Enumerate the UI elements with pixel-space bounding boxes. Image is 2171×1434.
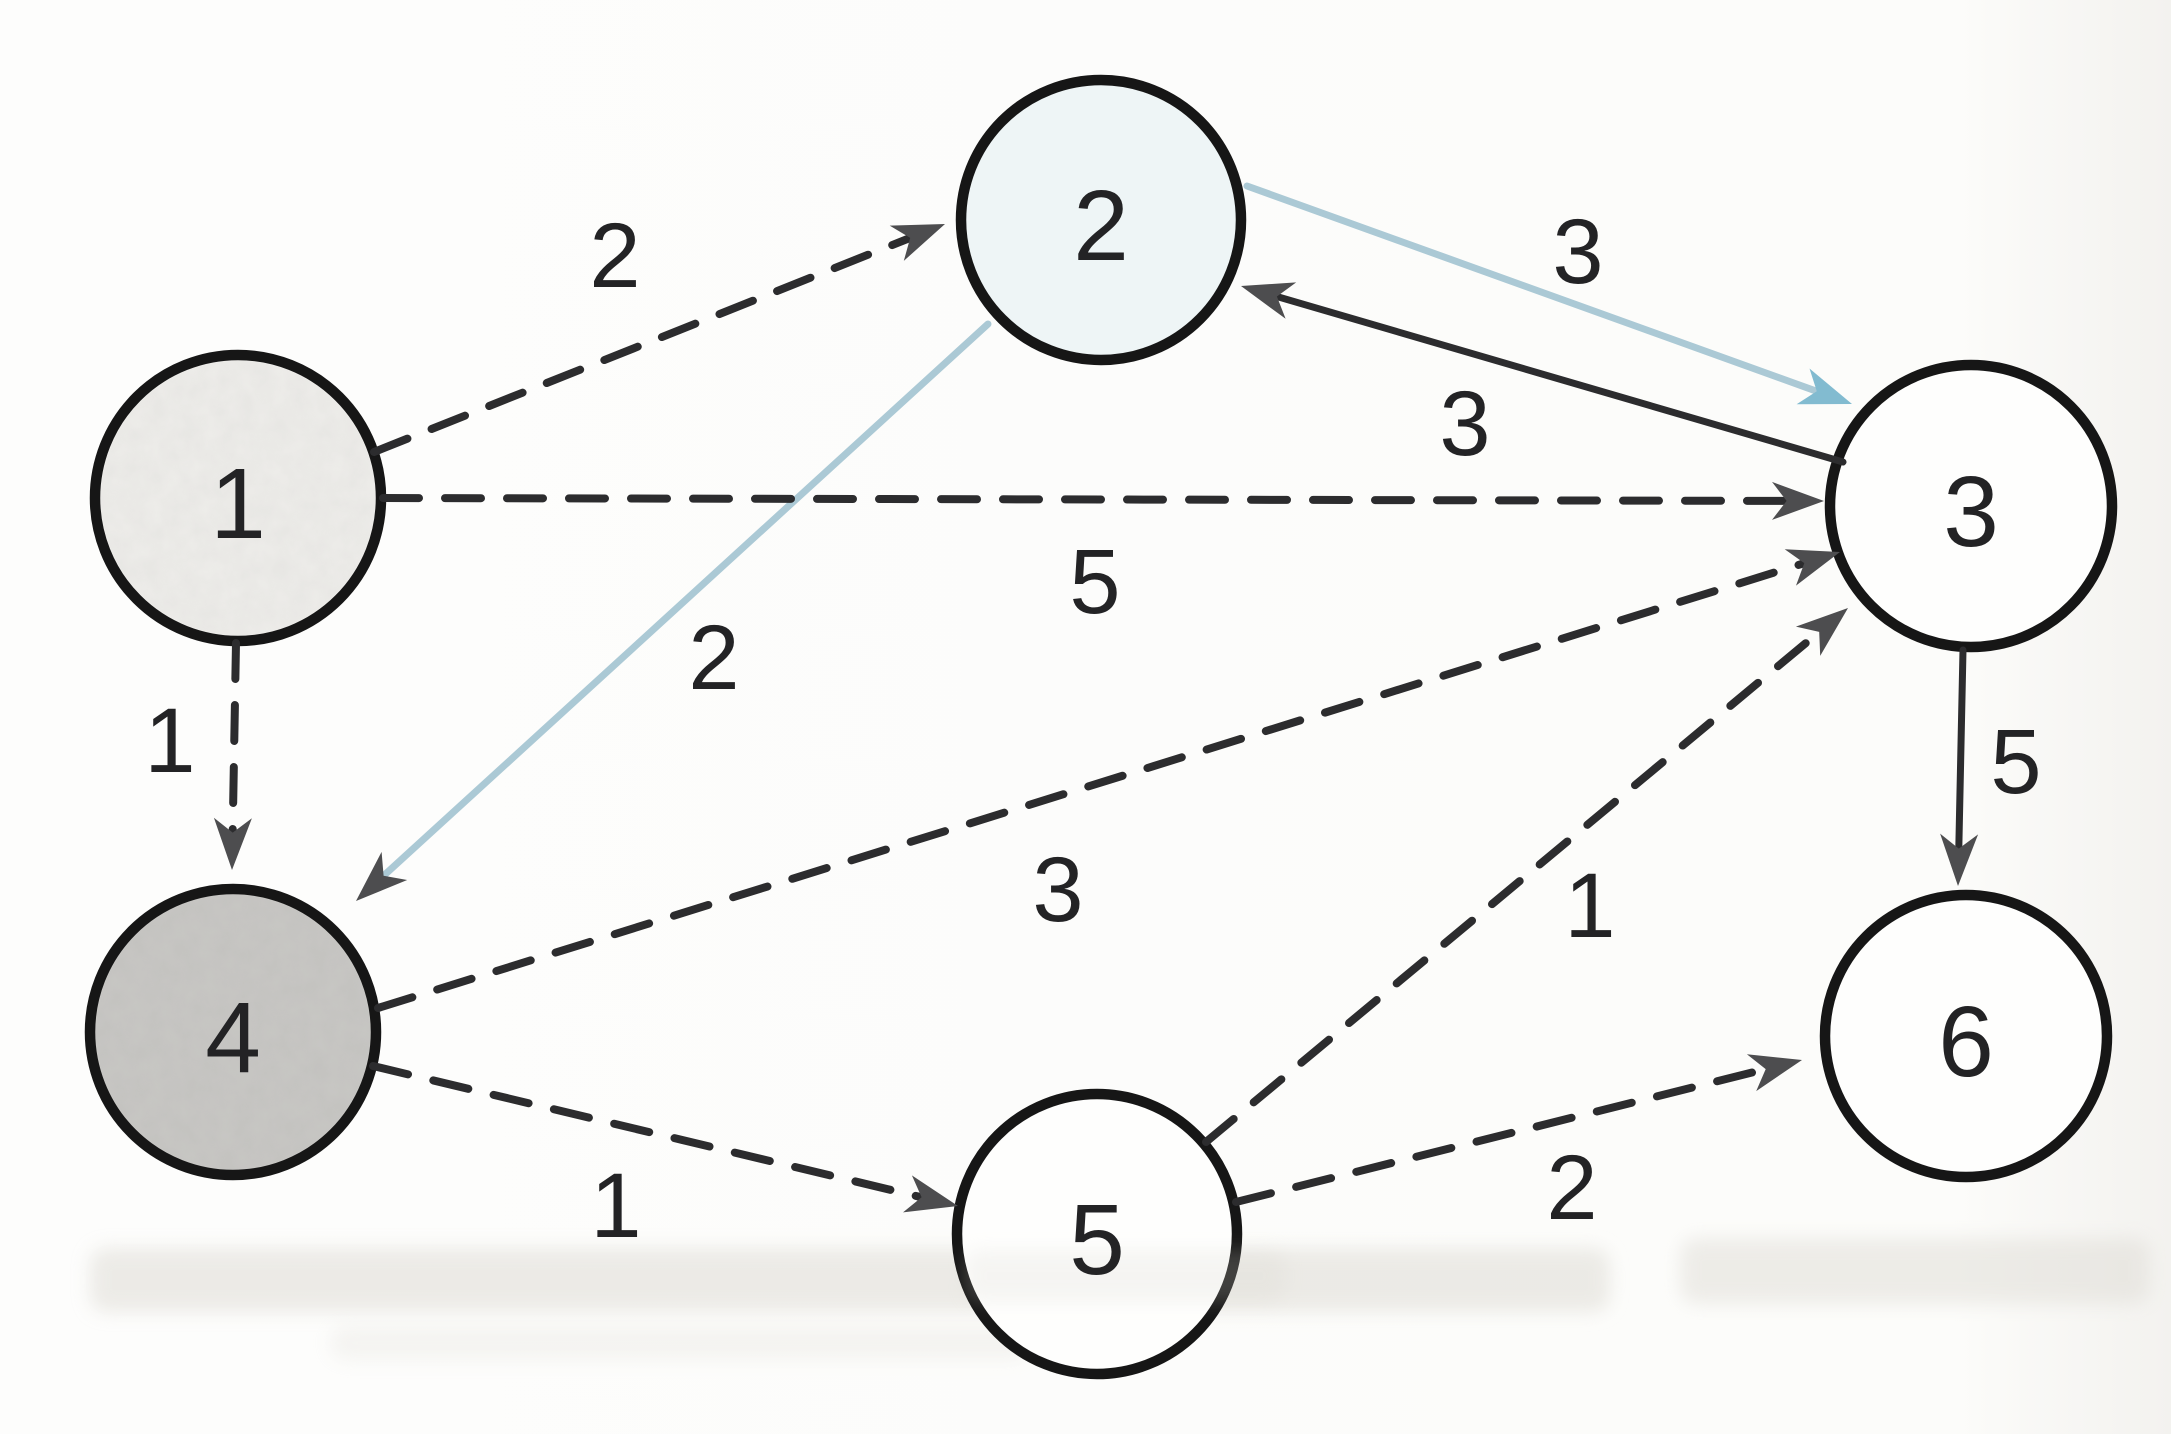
node-4-pencil-texture [96, 895, 370, 1169]
node-3-circle [1824, 359, 2118, 653]
node-6-label: 6 [1938, 986, 1994, 1098]
edge-1-2-arrowhead [889, 224, 945, 261]
node-2 [955, 74, 1247, 366]
edge-4-5 [369, 1062, 958, 1213]
edge-2-4-line [371, 320, 992, 887]
edge-2-4 [356, 320, 992, 901]
edge-3-6-weight-label: 5 [1990, 711, 2041, 813]
node-5-label: 5 [1069, 1184, 1125, 1296]
edge-1-4-line [228, 639, 240, 849]
edge-5-3-weight-label: 1 [1564, 855, 1615, 957]
edge-2-3 [1243, 182, 1852, 405]
node-4 [84, 883, 382, 1181]
edge-1-4-arrowhead [213, 817, 252, 870]
node-3-label: 3 [1943, 456, 1999, 568]
edge-3-2 [1241, 282, 1847, 466]
edge-1-3-weight-label: 5 [1069, 531, 1120, 633]
edge-2-4-arrowhead [356, 851, 408, 901]
edge-1-4 [213, 639, 252, 870]
graph-edges-layer [213, 182, 1979, 1213]
edge-2-3-arrowhead [1796, 368, 1852, 405]
node-4-label: 4 [205, 982, 261, 1094]
edge-2-3-line [1243, 182, 1832, 399]
edge-5-3 [1202, 608, 1848, 1146]
node-2-label: 2 [1073, 170, 1129, 282]
node-6 [1819, 889, 2113, 1183]
edge-3-6-line [1955, 646, 1967, 864]
edge-5-3-line [1202, 620, 1833, 1146]
edge-3-6-arrowhead [1940, 833, 1979, 886]
edge-3-2-line [1262, 289, 1847, 466]
edge-2-4-weight-label: 2 [688, 607, 739, 709]
edge-4-3-line [374, 555, 1820, 1012]
ghost-text-band-2 [1680, 1238, 2150, 1304]
edge-2-3-weight-label: 3 [1552, 201, 1603, 303]
node-1-label: 1 [210, 448, 266, 560]
node-1-pencil-texture [101, 361, 375, 635]
edge-1-3-line [379, 494, 1802, 505]
edge-4-3 [374, 549, 1840, 1012]
ghost-text-over-node-5 [965, 1250, 1285, 1302]
node-6-circle [1819, 889, 2113, 1183]
edge-4-3-arrowhead [1784, 549, 1840, 586]
edge-3-2-weight-label: 3 [1439, 373, 1490, 475]
node-5 [951, 1088, 1243, 1380]
edge-5-6 [1232, 1054, 1802, 1206]
edge-1-3 [379, 481, 1824, 520]
edge-1-4-weight-label: 1 [144, 690, 195, 792]
edge-5-3-arrowhead [1795, 608, 1848, 656]
edge-4-5-line [369, 1062, 937, 1204]
edge-1-2-weight-label: 2 [589, 205, 640, 307]
edge-4-3-weight-label: 3 [1032, 839, 1083, 941]
ghost-text-band-3 [330, 1326, 1030, 1360]
edge-4-5-arrowhead [903, 1175, 958, 1213]
edge-5-6-line [1232, 1062, 1781, 1206]
node-2-circle [955, 74, 1247, 366]
edge-5-6-arrowhead [1746, 1054, 1802, 1092]
edge-4-5-weight-label: 1 [590, 1155, 641, 1257]
edge-5-6-weight-label: 2 [1546, 1137, 1597, 1239]
showthrough-overlay-layer [965, 1250, 1285, 1302]
edge-3-6 [1940, 646, 1979, 886]
graph-nodes-layer [84, 74, 2118, 1380]
ghost-text-band-1 [90, 1248, 1610, 1312]
edge-1-3-arrowhead [1772, 481, 1824, 520]
edge-1-2 [370, 224, 945, 456]
edge-1-2-line [370, 229, 925, 456]
node-5-circle [951, 1088, 1243, 1380]
edge-3-2-arrowhead [1241, 282, 1297, 319]
node-3 [1824, 359, 2118, 653]
